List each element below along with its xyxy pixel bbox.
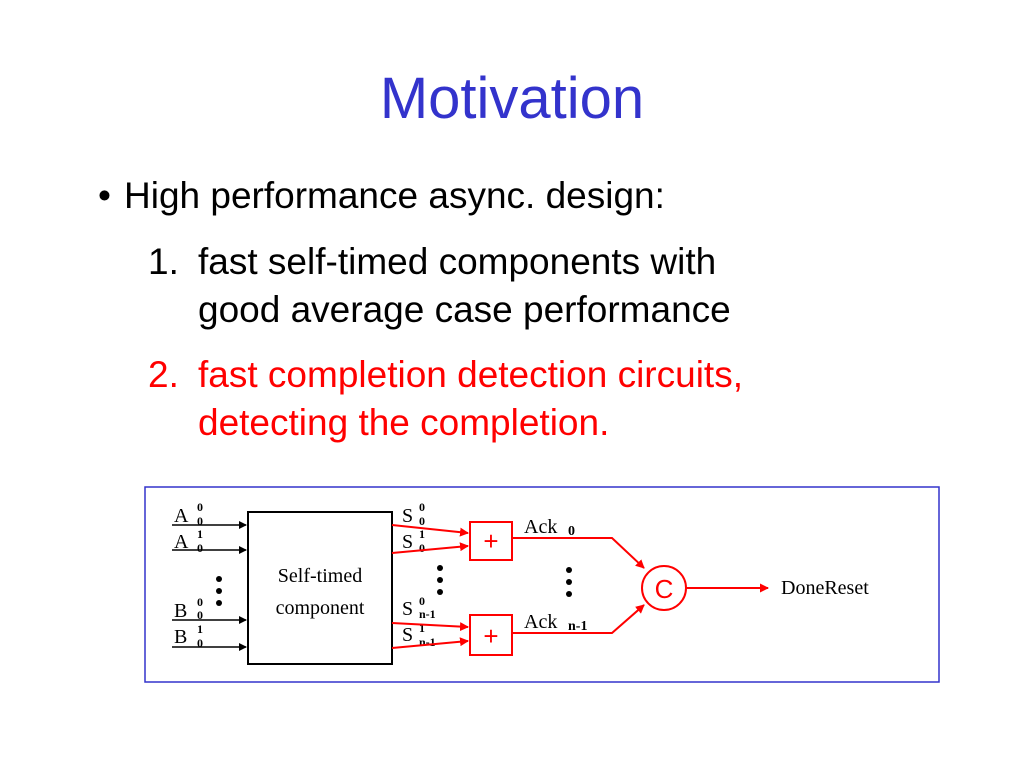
done-reset-label: DoneReset: [781, 577, 869, 599]
svg-text:0: 0: [568, 524, 575, 539]
output-ellipsis: [437, 565, 443, 595]
svg-text:0: 0: [419, 514, 425, 528]
svg-text:0: 0: [197, 500, 203, 514]
svg-text:Ack: Ack: [524, 516, 557, 538]
list-item-2-line-2: detecting the completion.: [198, 402, 610, 443]
svg-text:S: S: [402, 531, 413, 553]
svg-text:0: 0: [419, 541, 425, 555]
bullet-text: High performance async. design:: [124, 175, 665, 216]
list-item-1-line-2: good average case performance: [198, 289, 731, 330]
svg-text:A: A: [174, 531, 189, 553]
svg-text:0: 0: [197, 608, 203, 622]
output-label-s0-0: S 0 0: [402, 500, 425, 528]
svg-text:S: S: [402, 505, 413, 527]
component-label-line-1: Self-timed: [278, 565, 362, 587]
or-gate-0-label: +: [483, 526, 498, 556]
or-gate-n-1: [469, 614, 513, 656]
output-wire-s1-0: [391, 542, 469, 554]
output-wire-s0-0: [391, 524, 469, 537]
svg-text:B: B: [174, 626, 187, 648]
input-ellipsis: [216, 576, 222, 606]
input-label-b0-0: B 0 0: [174, 595, 203, 622]
output-label-s0-n-1: S 0 n-1: [402, 594, 436, 621]
list-item-1-number: 1.: [148, 241, 179, 282]
bullet-marker: •: [98, 175, 111, 216]
svg-text:1: 1: [197, 622, 203, 636]
svg-text:S: S: [402, 624, 413, 646]
ack-ellipsis: [566, 567, 572, 597]
diagram-frame: [144, 486, 940, 683]
ack-wire-0: [512, 537, 645, 569]
svg-text:n-1: n-1: [568, 619, 587, 634]
or-gate-0: [469, 521, 513, 561]
list-item-1-line-1: fast self-timed components with: [198, 241, 717, 282]
ack-wire-n-1: [512, 604, 645, 634]
output-label-s1-0: S 1 0: [402, 527, 425, 555]
svg-text:1: 1: [419, 527, 425, 541]
svg-text:0: 0: [419, 500, 425, 514]
list-item-2-line-1: fast completion detection circuits,: [198, 354, 743, 395]
svg-text:n-1: n-1: [419, 607, 436, 621]
svg-text:1: 1: [197, 527, 203, 541]
c-element-label: C: [655, 574, 674, 604]
ack-label-n-1: Ack n-1: [524, 611, 587, 634]
output-wire-s0-n-1: [391, 622, 469, 632]
svg-text:0: 0: [197, 514, 203, 528]
slide-title: Motivation: [379, 66, 645, 131]
input-label-a1-0: A 1 0: [174, 527, 203, 555]
svg-text:1: 1: [419, 621, 425, 635]
output-wire-s1-n-1: [391, 637, 469, 649]
self-timed-component-block: [247, 511, 393, 665]
bullet-main: • High performance async. design:: [98, 175, 665, 217]
svg-text:A: A: [174, 505, 189, 527]
component-label-line-2: component: [276, 597, 365, 619]
input-label-b1-0: B 1 0: [174, 622, 203, 650]
svg-text:Ack: Ack: [524, 611, 557, 633]
svg-text:0: 0: [197, 595, 203, 609]
svg-text:n-1: n-1: [419, 635, 436, 649]
svg-text:S: S: [402, 598, 413, 620]
svg-text:0: 0: [419, 594, 425, 608]
input-label-a0-0: A 0 0: [174, 500, 203, 528]
list-item-2-number: 2.: [148, 354, 179, 395]
ack-label-0: Ack 0: [524, 516, 575, 539]
svg-text:B: B: [174, 600, 187, 622]
or-gate-n-1-label: +: [483, 621, 498, 651]
svg-text:0: 0: [197, 541, 203, 555]
svg-text:0: 0: [197, 636, 203, 650]
